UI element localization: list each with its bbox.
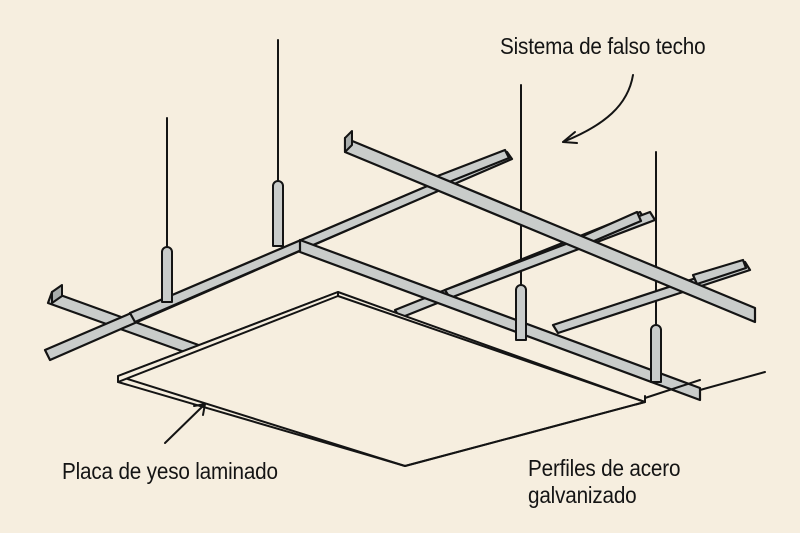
arrows <box>164 74 634 444</box>
label-profiles: Perfiles de acero galvanizado <box>528 455 680 509</box>
label-system: Sistema de falso techo <box>500 33 706 60</box>
hanger-clip <box>650 324 662 383</box>
plasterboard <box>117 291 766 467</box>
secondary-profile <box>691 258 748 286</box>
main-profile-back <box>343 130 757 324</box>
arrow-board-head <box>193 403 206 416</box>
main-profile-front <box>298 238 702 402</box>
arrow-board <box>164 403 206 444</box>
label-system-text: Sistema de falso techo <box>500 33 706 59</box>
arrow-system-head <box>562 131 578 144</box>
arrow-system <box>562 74 634 143</box>
label-profiles-line1: Perfiles de acero <box>528 455 681 481</box>
label-board: Placa de yeso laminado <box>62 458 278 485</box>
hanger-clips <box>161 180 662 383</box>
hanger-clip <box>161 246 173 303</box>
secondary-profile <box>128 150 514 324</box>
hanger-clip <box>515 284 527 341</box>
label-board-text: Placa de yeso laminado <box>62 458 278 484</box>
hanger-clip <box>272 180 284 247</box>
label-profiles-line2: galvanizado <box>528 482 637 508</box>
